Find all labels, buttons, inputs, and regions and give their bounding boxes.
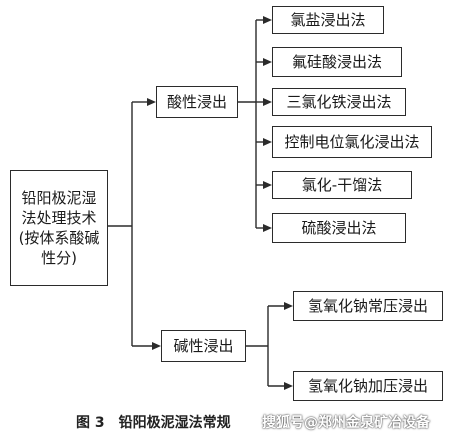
- alkali-method-atmospheric: 氢氧化钠常压浸出: [293, 291, 443, 321]
- alkali-leaching-label: 碱性浸出: [173, 336, 234, 355]
- acid-method-label: 氯盐浸出法: [290, 10, 366, 29]
- acid-method-label: 氟硅酸浸出法: [291, 52, 382, 71]
- acid-method-label: 硫酸浸出法: [301, 218, 377, 237]
- alkali-method-label: 氢氧化钠常压浸出: [307, 296, 428, 315]
- figure-number: 图 3: [76, 415, 105, 431]
- root-node: 铅阳极泥湿法处理技术(按体系酸碱性分): [10, 170, 108, 286]
- root-node-label: 铅阳极泥湿法处理技术(按体系酸碱性分): [18, 188, 100, 268]
- acid-leaching-node: 酸性浸出: [156, 86, 238, 118]
- acid-method-sulfuric-acid: 硫酸浸出法: [272, 213, 406, 243]
- watermark: 搜狐号@郑州金泉矿冶设备: [262, 415, 430, 431]
- alkali-method-pressure: 氢氧化钠加压浸出: [293, 371, 443, 401]
- acid-method-ferric-chloride: 三氯化铁浸出法: [272, 88, 406, 116]
- figure-caption-text: 铅阳极泥湿法常规: [118, 415, 231, 431]
- acid-method-label: 控制电位氯化浸出法: [284, 132, 420, 151]
- alkali-method-label: 氢氧化钠加压浸出: [307, 376, 428, 395]
- figure-caption: 图 3 铅阳极泥湿法常规: [76, 412, 231, 432]
- acid-method-label: 氯化-干馏法: [301, 175, 383, 194]
- alkali-leaching-node: 碱性浸出: [161, 330, 246, 362]
- acid-leaching-label: 酸性浸出: [166, 92, 227, 111]
- acid-method-controlled-potential-chlorination: 控制电位氯化浸出法: [272, 126, 432, 158]
- acid-method-chloride-salt: 氯盐浸出法: [272, 6, 384, 34]
- acid-method-fluosilicic-acid: 氟硅酸浸出法: [272, 47, 402, 77]
- acid-method-chlorination-dry-distillation: 氯化-干馏法: [272, 171, 412, 199]
- acid-method-label: 三氯化铁浸出法: [286, 92, 392, 111]
